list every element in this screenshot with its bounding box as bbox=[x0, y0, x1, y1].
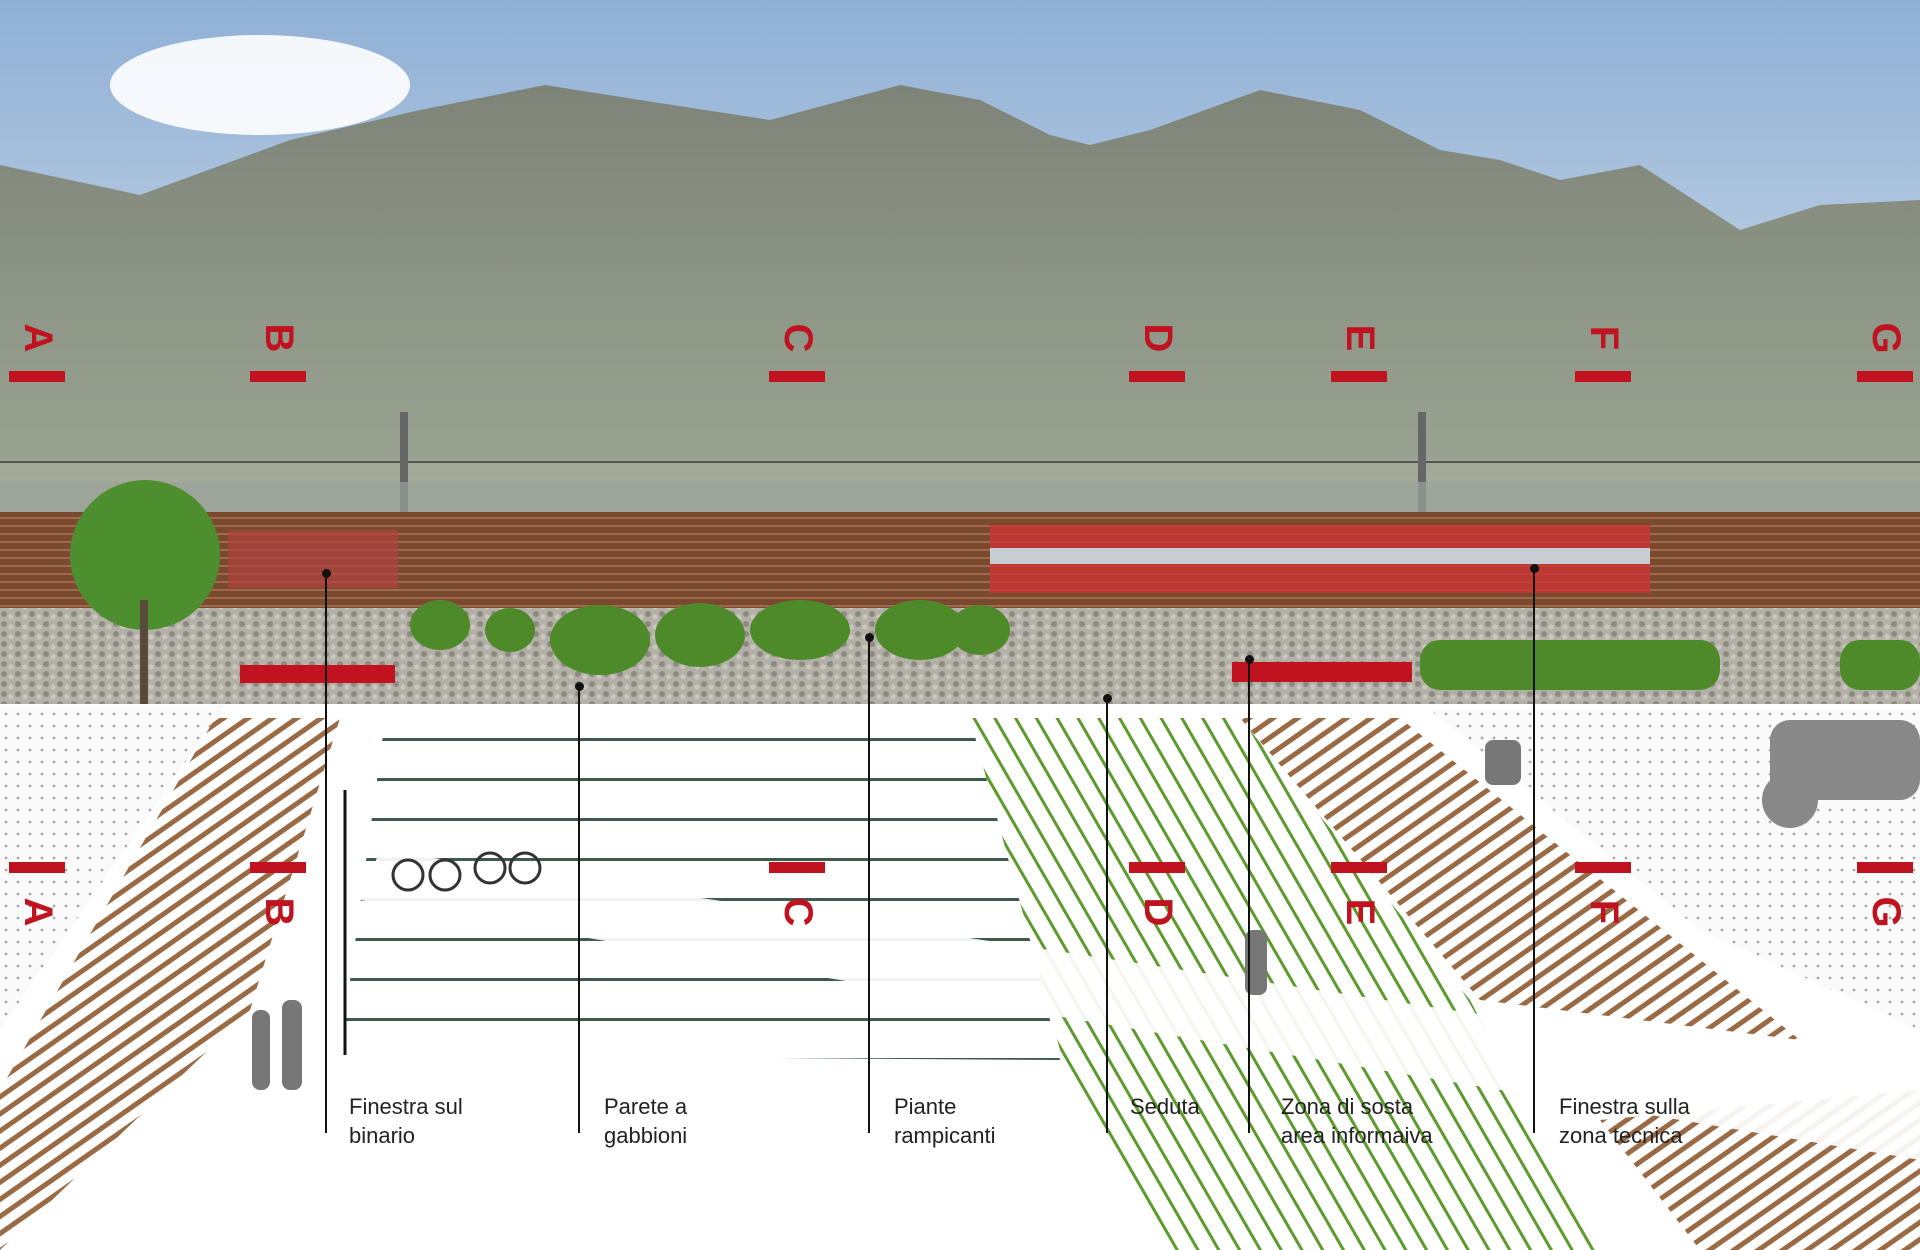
railing bbox=[0, 482, 1920, 514]
mountains bbox=[0, 85, 1920, 520]
climbing-plants bbox=[410, 600, 1920, 690]
dotted-paving bbox=[0, 705, 225, 1030]
wood-paving bbox=[0, 718, 340, 1250]
people bbox=[252, 740, 1521, 1090]
cyclists bbox=[391, 851, 542, 892]
tractor bbox=[1762, 720, 1920, 828]
tree bbox=[70, 480, 220, 630]
green-lined-paving bbox=[970, 718, 1600, 1250]
cloud bbox=[110, 35, 410, 135]
diagonal-walkway bbox=[360, 850, 1920, 1160]
